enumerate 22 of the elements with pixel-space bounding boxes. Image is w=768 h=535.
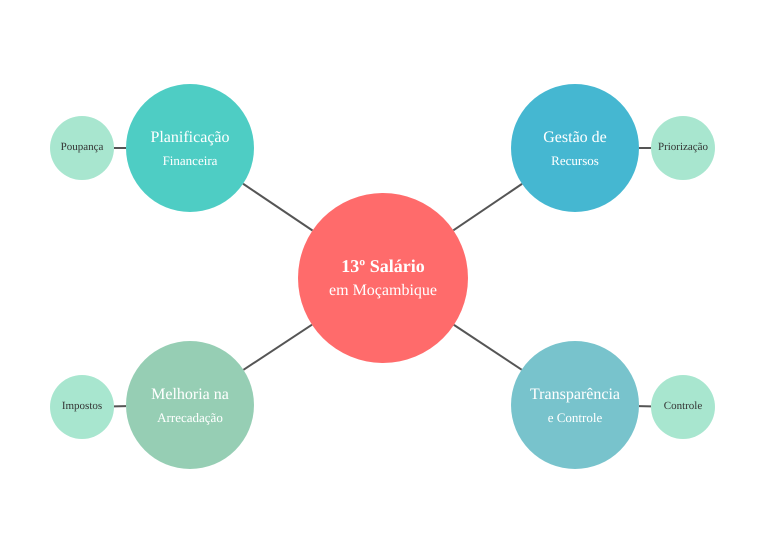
topic-title: Melhoria na [151, 384, 229, 404]
topic-title: Gestão de [543, 128, 607, 147]
topic-title: 13º Salário [341, 256, 425, 278]
connector-line [453, 324, 522, 371]
connector-line [242, 324, 313, 371]
topic-title: Planificação [150, 128, 230, 147]
topic-title: Poupança [60, 141, 104, 155]
connector-line [452, 183, 523, 232]
topic-title: Controle [664, 400, 702, 414]
topic-subtitle: Arrecadação [157, 410, 223, 426]
topic-title: Priorização [658, 141, 708, 155]
topic-subtitle: e Controle [548, 410, 602, 426]
connector-line [242, 182, 314, 232]
topic-subtitle: em Moçambique [329, 281, 437, 300]
topic-title: Transparência [530, 384, 620, 404]
connector-line [638, 405, 652, 408]
connector-line [114, 405, 126, 408]
topic-title: Impostos [62, 400, 102, 414]
topic-subtitle: Financeira [162, 152, 218, 168]
connector-line [114, 147, 126, 149]
topic-subtitle: Recursos [551, 152, 599, 168]
connector-line [639, 147, 651, 149]
